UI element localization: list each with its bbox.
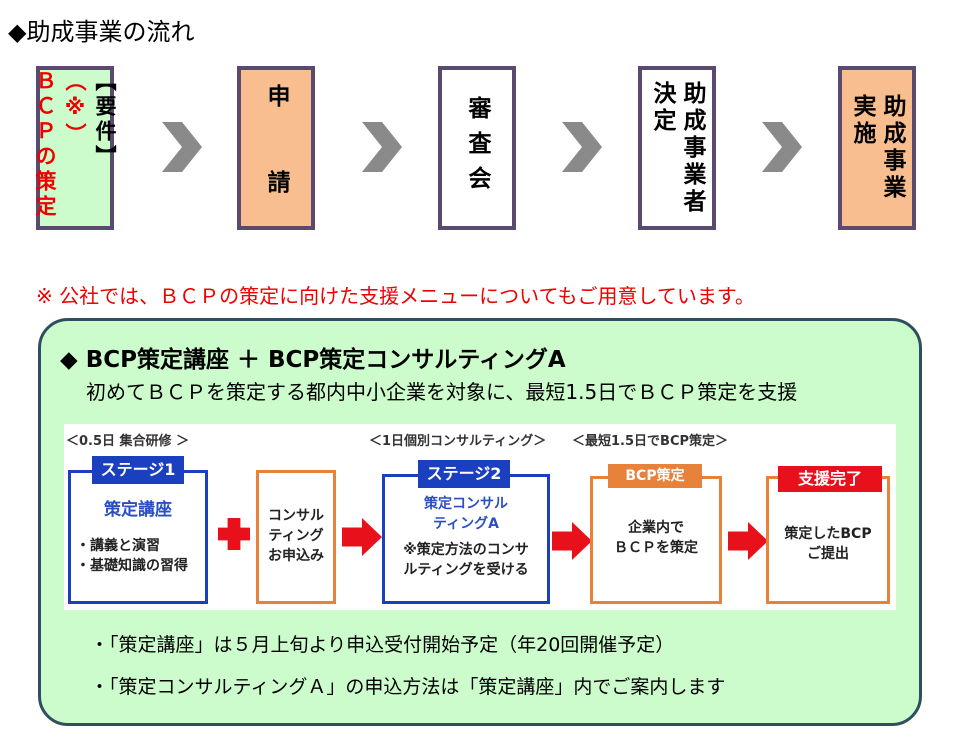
- stage2-box: [382, 474, 550, 604]
- done-desc: 策定したBCP ご提出: [784, 526, 872, 562]
- review-label: 審査会: [464, 95, 490, 201]
- apply-text: コンサル ティング お申込み: [268, 508, 324, 564]
- stage2-tag: ステージ2: [418, 460, 510, 488]
- stage1-title: 策定講座: [104, 500, 172, 520]
- stage1-tag: ステージ1: [92, 456, 184, 484]
- panel-heading: ◆ BCP策定講座 ＋ BCP策定コンサルティングA: [60, 347, 566, 373]
- flow-step-review: 審査会: [438, 66, 516, 230]
- arrow-right-icon: [728, 522, 768, 560]
- bcp-tag: BCP策定: [608, 464, 702, 488]
- flow-step-implement: 助成事業実施: [838, 66, 916, 230]
- bcp-label: ＢＣＰの策定: [33, 70, 57, 220]
- done-tag: 支援完了: [778, 466, 882, 492]
- apply-box: [256, 470, 336, 604]
- page-title: ◆助成事業の流れ: [8, 18, 195, 46]
- flow-step-bcp: 【要件】（※）ＢＣＰの策定: [33, 66, 117, 230]
- decision-label-1: 助成事業者: [679, 80, 705, 216]
- flow-step-decision: 助成事業者決定: [638, 66, 716, 230]
- chevron-right-icon: [362, 122, 402, 172]
- arrow-right-icon: [342, 518, 382, 556]
- panel-subtitle: 初めてＢＣＰを策定する都内中小企業を対象に、最短1.5日でＢＣＰ策定を支援: [86, 380, 798, 404]
- stage2-title: 策定コンサル ティングA: [424, 496, 508, 532]
- decision-label-2: 決定: [649, 80, 675, 135]
- plus-icon: [218, 518, 250, 550]
- implement-label-1: 助成事業: [879, 94, 905, 202]
- bullet-item: ・「策定講座」は５月上旬より申込受付開始予定（年20回開催予定）: [90, 634, 675, 656]
- bcp-desc: 企業内で ＢＣＰを策定: [614, 520, 698, 556]
- stage1-box: [68, 470, 208, 604]
- bullet-item: ・「策定コンサルティングＡ」の申込方法は「策定講座」内でご案内します: [90, 676, 726, 698]
- support-note: ※ 公社では、ＢＣＰの策定に向けた支援メニューについてもご用意しています。: [36, 284, 755, 308]
- apply-label: 申 請: [263, 83, 289, 213]
- chevron-right-icon: [162, 122, 202, 172]
- chevron-right-icon: [762, 122, 802, 172]
- arrow-right-icon: [552, 522, 592, 560]
- stage1-items: ・講義と演習 ・基礎知識の習得: [76, 538, 188, 574]
- note-mark: （※）: [63, 70, 87, 148]
- bcp-box: [590, 476, 722, 604]
- program-diagram: ＜0.5日 集合研修 ＞ ＜1日個別コンサルティング＞ ＜最短1.5日でBCP策…: [64, 424, 896, 610]
- flow-step-apply: 申 請: [237, 66, 315, 230]
- stage2-desc: ※策定方法のコンサ ルティングを受ける: [403, 542, 529, 578]
- chevron-right-icon: [562, 122, 602, 172]
- label-training: ＜0.5日 集合研修 ＞: [66, 434, 190, 449]
- implement-label-2: 実施: [849, 94, 875, 148]
- label-consulting: ＜1日個別コンサルティング＞: [369, 434, 547, 449]
- requirement-label: 【要件】: [93, 70, 117, 170]
- label-bcp: ＜最短1.5日でBCP策定＞: [572, 434, 729, 449]
